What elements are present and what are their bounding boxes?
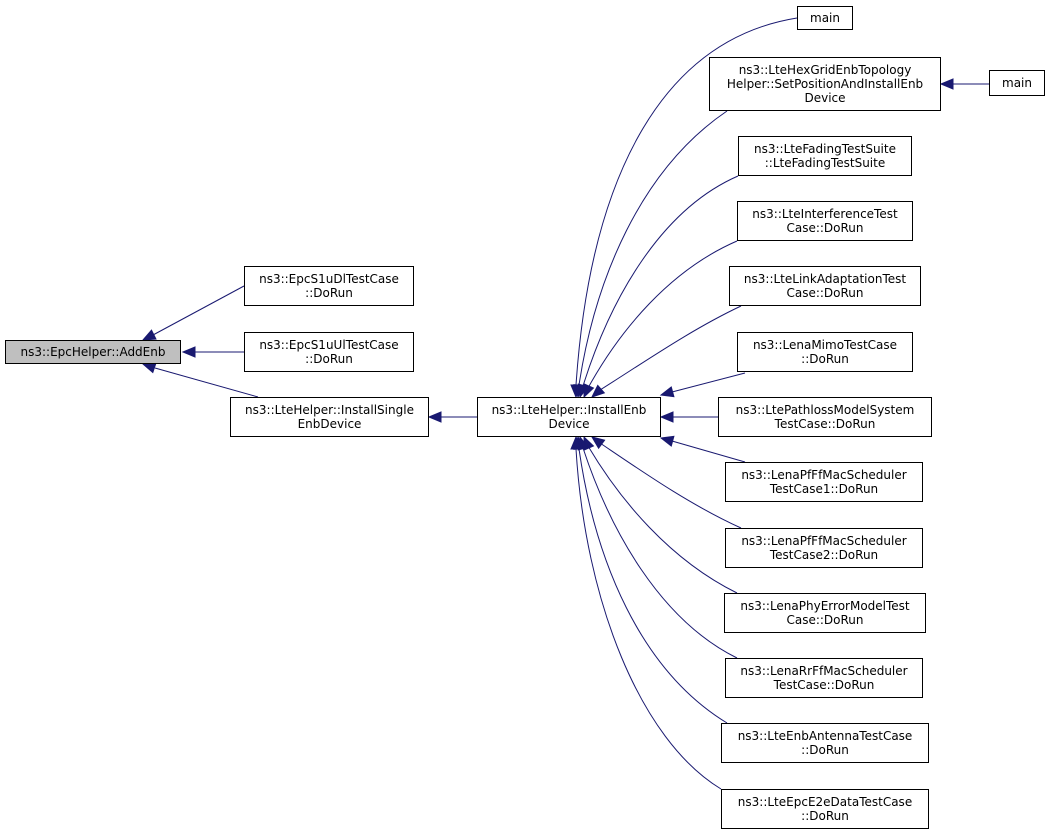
node-epcs1udltestcase-dorun[interactable]: ns3::EpcS1uDlTestCase ::DoRun [244, 266, 414, 306]
edge-pfff1-to-installenb [671, 440, 746, 463]
node-label-line: ns3::EpcS1uUlTestCase [259, 338, 399, 352]
arrowhead-pfff2-to-installenb [590, 436, 606, 450]
edge-fading-to-installenb [582, 175, 739, 387]
node-label-line: Case::DoRun [786, 221, 864, 235]
arrowhead-e2e-to-installenb [570, 435, 582, 450]
node-label-line: ns3::LteEnbAntennaTestCase [737, 729, 913, 743]
arrowhead-linkadapt-to-installenb [591, 384, 606, 398]
arrowhead-pathloss-to-installenb [659, 411, 674, 423]
node-label-line: ::DoRun [801, 743, 849, 757]
node-ltehexgridenbtopologyhelper-setpositionandinstallenbdevice[interactable]: ns3::LteHexGridEnbTopology Helper::SetPo… [709, 57, 941, 111]
node-lenamimotestcase-dorun[interactable]: ns3::LenaMimoTestCase ::DoRun [737, 332, 913, 372]
node-ltehelper-installsingleenbdevice[interactable]: ns3::LteHelper::InstallSingle EnbDevice [230, 397, 429, 437]
node-label-line: ns3::LtePathlossModelSystem [735, 403, 915, 417]
node-label-line: TestCase::DoRun [773, 678, 875, 692]
edge-rrff-to-installenb [582, 447, 738, 659]
arrowhead-installenb-to-installsingle [427, 411, 442, 423]
arrowhead-s1uul-to-addenb [181, 346, 196, 358]
node-label-line: ns3::LenaRrFfMacScheduler [740, 664, 908, 678]
node-label-line: TestCase1::DoRun [769, 482, 879, 496]
arrowhead-installsingle-to-addenb [141, 362, 157, 374]
node-lenapfffmacschedulertestcase1-dorun[interactable]: ns3::LenaPfFfMacScheduler TestCase1::DoR… [725, 462, 923, 502]
node-label-line: ns3::LenaPfFfMacScheduler [741, 534, 907, 548]
node-lenaphyerrormodeltestcase-dorun[interactable]: ns3::LenaPhyErrorModelTest Case::DoRun [724, 593, 926, 633]
node-epchelper-addenb: ns3::EpcHelper::AddEnb [5, 340, 181, 364]
node-ltefadingtestsuite[interactable]: ns3::LteFadingTestSuite ::LteFadingTestS… [738, 136, 912, 176]
node-label-line: ns3::LenaMimoTestCase [752, 338, 898, 352]
edge-pfff2-to-installenb [599, 442, 742, 529]
node-lteepce2edatatestcase-dorun[interactable]: ns3::LteEpcE2eDataTestCase ::DoRun [721, 789, 929, 829]
node-ltelinkadaptationtestcase-dorun[interactable]: ns3::LteLinkAdaptationTest Case::DoRun [729, 266, 921, 306]
node-lteenbantennatestcase-dorun[interactable]: ns3::LteEnbAntennaTestCase ::DoRun [721, 723, 929, 763]
node-lteinterferencetestcase-dorun[interactable]: ns3::LteInterferenceTest Case::DoRun [737, 201, 913, 241]
arrowhead-mimo-to-installenb [659, 386, 675, 398]
node-label-line: Helper::SetPositionAndInstallEnb [726, 77, 924, 91]
arrowhead-interference-to-installenb [583, 383, 595, 399]
node-ltepathlossmodelsystemtestcase-dorun[interactable]: ns3::LtePathlossModelSystem TestCase::Do… [718, 397, 932, 437]
node-label-line: ns3::LteHexGridEnbTopology [738, 63, 912, 77]
edge-hexgrid-to-installenb [578, 110, 728, 386]
node-label-line: ::DoRun [801, 352, 849, 366]
node-label-line: ns3::LteFadingTestSuite [754, 142, 896, 156]
node-ltehelper-installenbdevice[interactable]: ns3::LteHelper::InstallEnb Device [477, 397, 661, 437]
node-label-line: ns3::EpcHelper::AddEnb [20, 345, 166, 359]
node-label-line: ns3::LteHelper::InstallEnb [491, 403, 647, 417]
arrowhead-pfff1-to-installenb [659, 435, 675, 447]
node-label-line: Device [804, 91, 846, 105]
node-label-line: EnbDevice [297, 417, 362, 431]
node-label-line: Case::DoRun [786, 613, 864, 627]
node-label-line: ns3::LteInterferenceTest [752, 207, 898, 221]
edge-main1-to-installenb [575, 17, 798, 386]
node-label-line: ns3::EpcS1uDlTestCase [259, 272, 399, 286]
edge-e2e-to-installenb [575, 448, 722, 790]
node-label-line: Device [548, 417, 590, 431]
node-label-line: TestCase2::DoRun [769, 548, 879, 562]
node-lenarrffmacschedulertestcase-dorun[interactable]: ns3::LenaRrFfMacScheduler TestCase::DoRu… [725, 658, 923, 698]
node-label-line: ns3::LenaPhyErrorModelTest [740, 599, 910, 613]
node-label-line: ::LteFadingTestSuite [764, 156, 886, 170]
node-epcs1uultestcase-dorun[interactable]: ns3::EpcS1uUlTestCase ::DoRun [244, 332, 414, 372]
node-label-line: main [1002, 76, 1032, 90]
node-label-line: ::DoRun [305, 286, 353, 300]
edge-s1udl-to-addenb [152, 285, 245, 336]
edge-linkadapt-to-installenb [599, 305, 742, 391]
node-main-top[interactable]: main [797, 6, 853, 30]
edge-interference-to-installenb [587, 240, 738, 389]
node-main-right[interactable]: main [989, 70, 1045, 96]
node-label-line: main [810, 11, 840, 25]
node-label-line: ::DoRun [801, 809, 849, 823]
edge-mimo-to-installenb [671, 372, 746, 393]
node-label-line: Case::DoRun [786, 286, 864, 300]
node-label-line: ns3::LenaPfFfMacScheduler [741, 468, 907, 482]
node-label-line: ns3::LteLinkAdaptationTest [743, 272, 907, 286]
edge-installsingle-to-addenb [154, 367, 259, 398]
node-label-line: ::DoRun [305, 352, 353, 366]
edge-antenna-to-installenb [578, 448, 728, 724]
node-label-line: ns3::LteEpcE2eDataTestCase [737, 795, 913, 809]
node-label-line: ns3::LteHelper::InstallSingle [245, 403, 414, 417]
edge-phyerror-to-installenb [587, 445, 738, 594]
node-lenapfffmacschedulertestcase2-dorun[interactable]: ns3::LenaPfFfMacScheduler TestCase2::DoR… [725, 528, 923, 568]
arrowhead-s1udl-to-addenb [141, 329, 157, 341]
arrowhead-main2-to-hexgrid [939, 78, 954, 90]
node-label-line: TestCase::DoRun [774, 417, 876, 431]
